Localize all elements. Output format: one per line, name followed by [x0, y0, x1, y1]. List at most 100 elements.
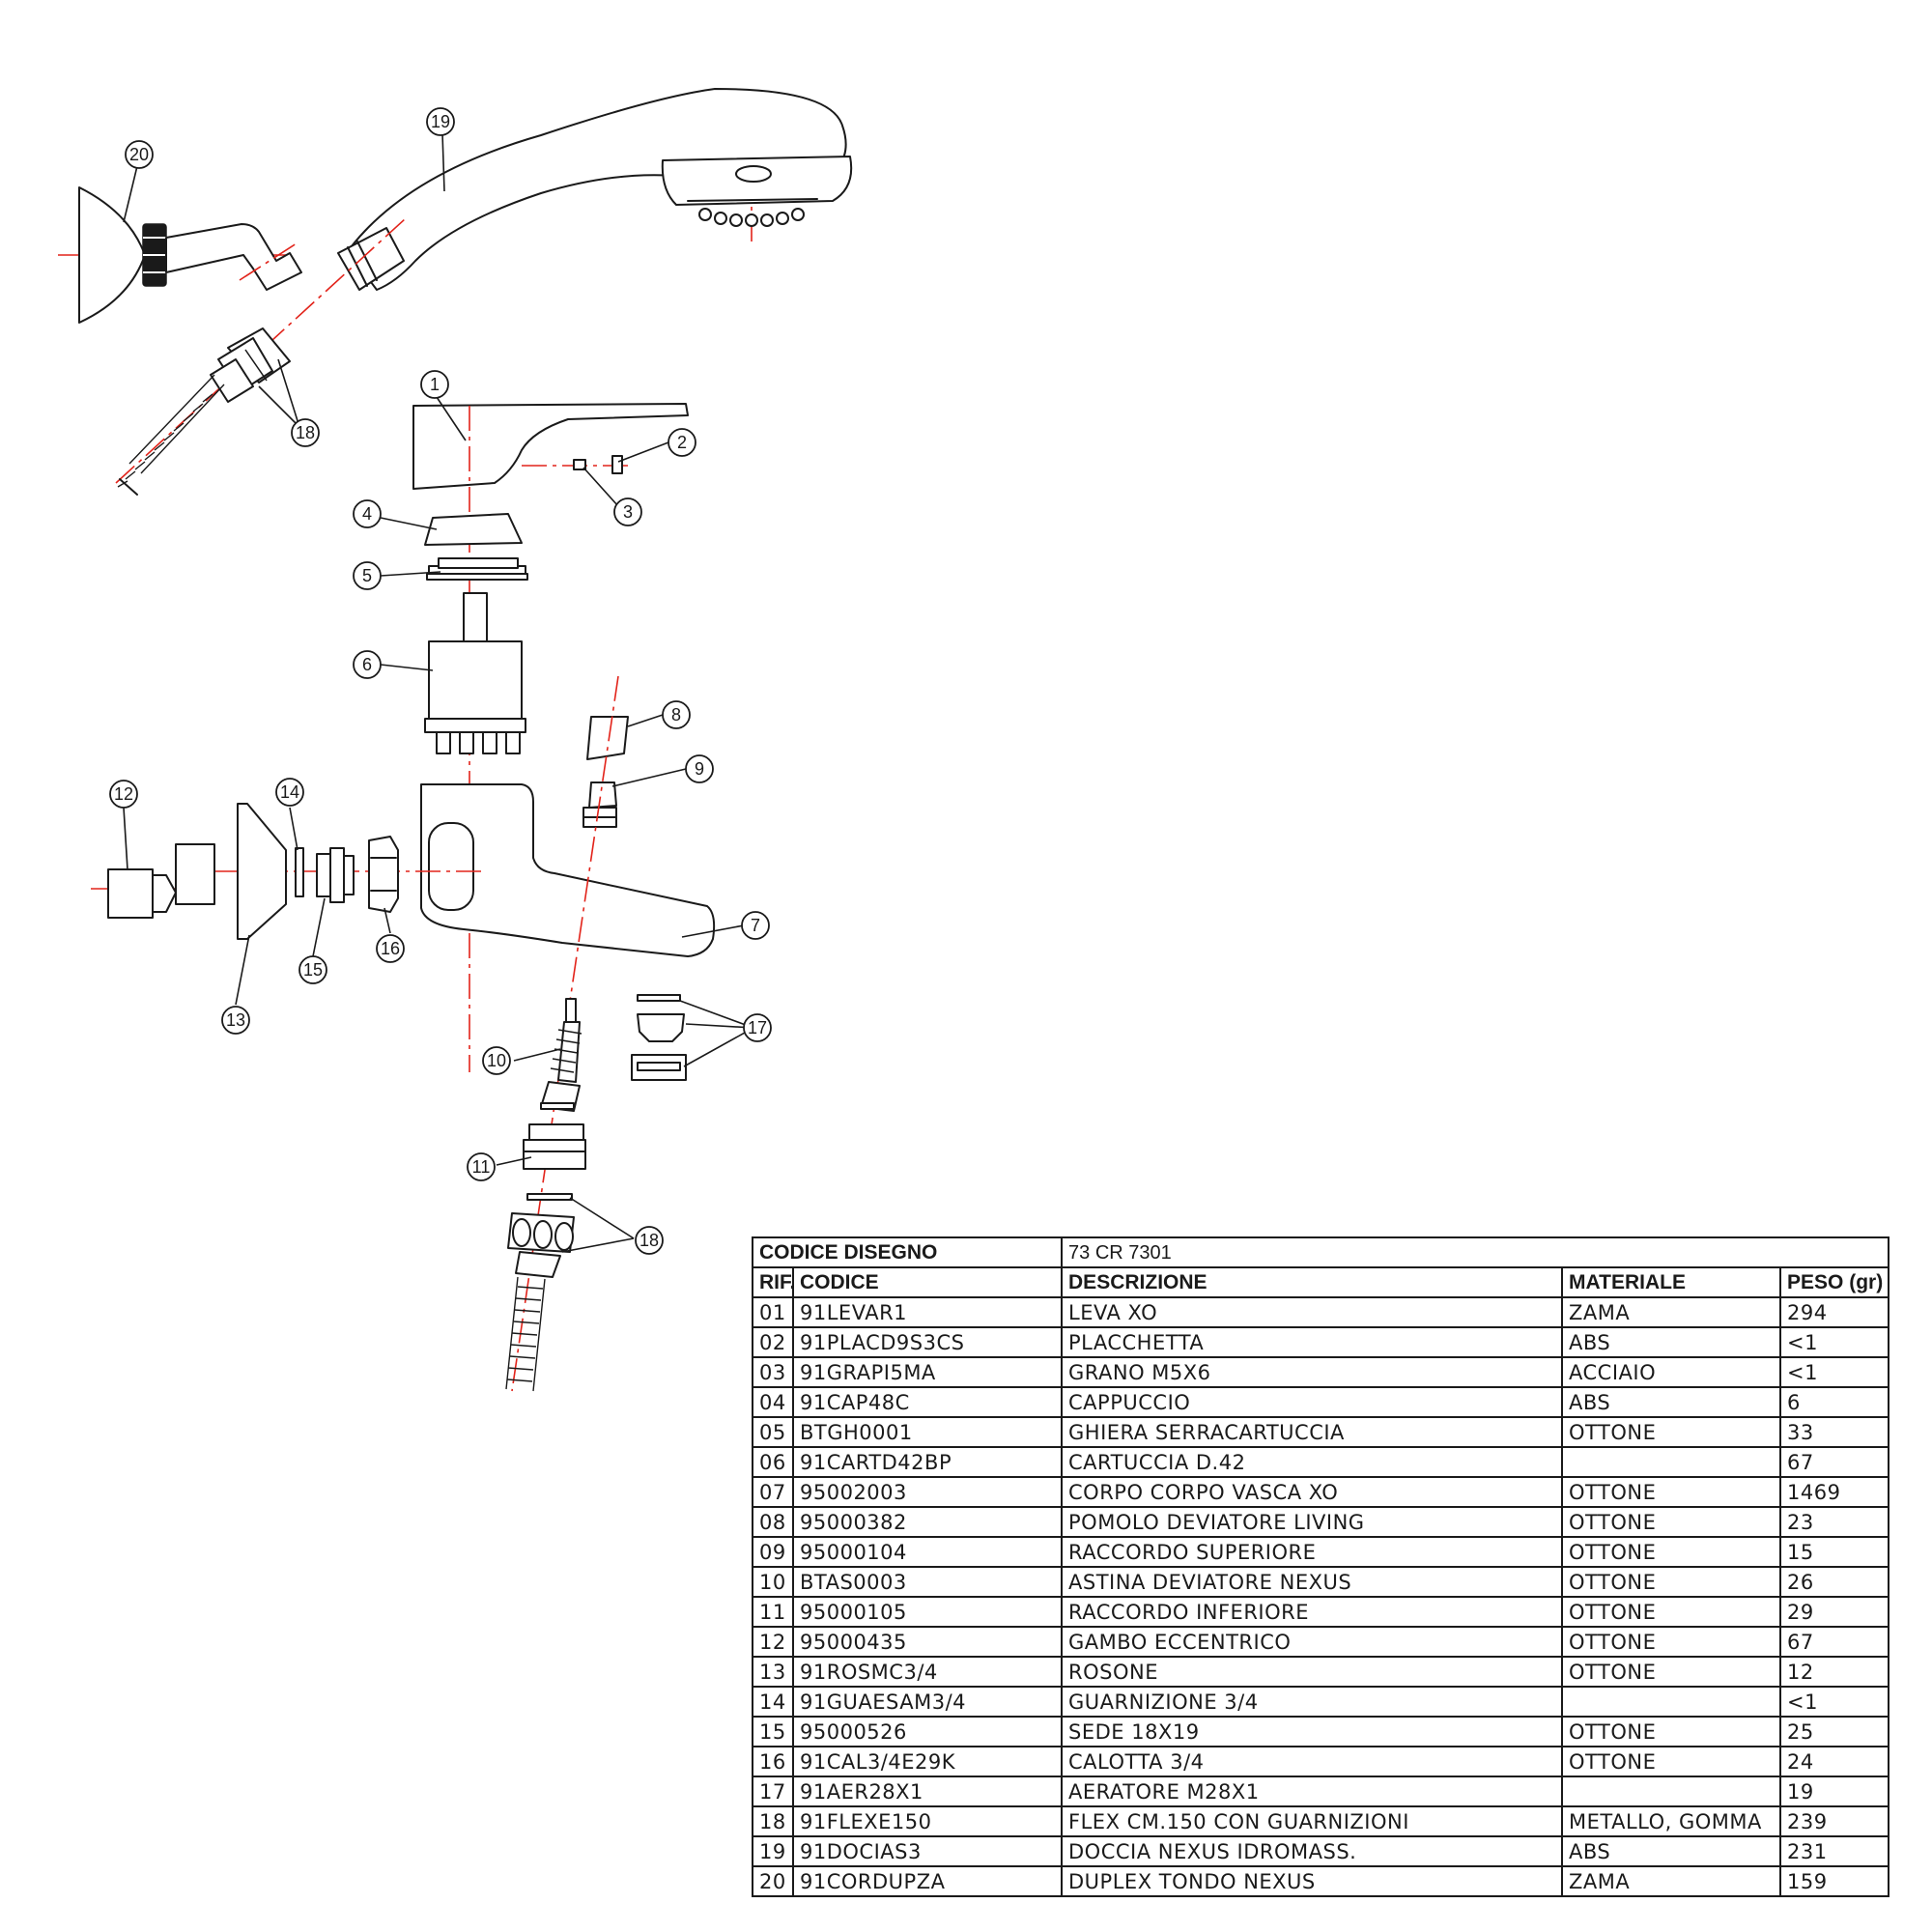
cell-materiale: ZAMA: [1561, 1865, 1782, 1897]
callout-11: 11: [467, 1152, 496, 1181]
cell-codice: 91AER28X1: [791, 1776, 1064, 1807]
callout-number: 7: [751, 916, 760, 935]
cell-codice: 95000382: [791, 1506, 1064, 1538]
callout-1: 1: [420, 370, 449, 399]
callout-number: 14: [280, 782, 299, 802]
cell-codice: 91CAP48C: [791, 1386, 1064, 1418]
callout-18: 18: [291, 418, 320, 447]
cell-rif: 05: [752, 1416, 794, 1448]
callout-9: 9: [685, 754, 714, 783]
cell-peso: 29: [1779, 1596, 1890, 1628]
part-9-upper-fitting: [582, 781, 617, 828]
cell-descrizione: CAPPUCCIO: [1061, 1386, 1564, 1418]
callout-10: 10: [482, 1046, 511, 1075]
part-15-seat: [316, 847, 355, 903]
cell-descrizione: FLEX CM.150 CON GUARNIZIONI: [1061, 1805, 1564, 1837]
cell-codice: 91PLACD9S3CS: [791, 1326, 1064, 1358]
callout-number: 20: [129, 145, 149, 164]
cell-rif: 04: [752, 1386, 794, 1418]
cell-peso: <1: [1779, 1686, 1890, 1718]
part-11-lower-fitting: [523, 1123, 586, 1170]
cell-materiale: OTTONE: [1561, 1746, 1782, 1777]
drawing-code-value: 73 CR 7301: [1061, 1236, 1890, 1268]
cell-descrizione: ROSONE: [1061, 1656, 1564, 1688]
callout-16: 16: [376, 934, 405, 963]
cell-descrizione: GAMBO ECCENTRICO: [1061, 1626, 1564, 1658]
cell-materiale: OTTONE: [1561, 1716, 1782, 1747]
header-descrizione: DESCRIZIONE: [1061, 1266, 1564, 1298]
part-7-body: [213, 783, 716, 957]
cell-peso: 239: [1779, 1805, 1890, 1837]
cell-peso: 23: [1779, 1506, 1890, 1538]
cell-materiale: ABS: [1561, 1835, 1782, 1867]
cell-codice: 91GRAPI5MA: [791, 1356, 1064, 1388]
table-title-row: CODICE DISEGNO 73 CR 7301: [751, 1236, 1890, 1268]
cell-rif: 17: [752, 1776, 794, 1807]
cell-descrizione: AERATORE M28X1: [1061, 1776, 1564, 1807]
bill-of-materials-table: CODICE DISEGNO 73 CR 7301 RIF. CODICE DE…: [751, 1236, 1890, 1897]
cell-rif: 11: [752, 1596, 794, 1628]
cell-materiale: ABS: [1561, 1386, 1782, 1418]
cell-rif: 20: [752, 1865, 794, 1897]
callout-number: 3: [623, 502, 633, 522]
callout-4: 4: [353, 499, 382, 528]
cell-rif: 18: [752, 1805, 794, 1837]
cell-descrizione: GUARNIZIONE 3/4: [1061, 1686, 1564, 1718]
cell-descrizione: LEVA XO: [1061, 1296, 1564, 1328]
cell-materiale: [1561, 1776, 1782, 1807]
cell-peso: 159: [1779, 1865, 1890, 1897]
header-peso: PESO (gr): [1779, 1266, 1890, 1298]
cell-codice: 95002003: [791, 1476, 1064, 1508]
cell-descrizione: POMOLO DEVIATORE LIVING: [1061, 1506, 1564, 1538]
part-8-knob: [586, 716, 629, 760]
callout-2: 2: [668, 428, 696, 457]
cell-codice: 91ROSMC3/4: [791, 1656, 1064, 1688]
cell-codice: 91LEVAR1: [791, 1296, 1064, 1328]
cell-materiale: OTTONE: [1561, 1536, 1782, 1568]
cell-materiale: OTTONE: [1561, 1656, 1782, 1688]
cell-descrizione: SEDE 18X19: [1061, 1716, 1564, 1747]
part-18-hose-upper: [117, 327, 291, 496]
cell-rif: 07: [752, 1476, 794, 1508]
part-12-eccentric-shank: [91, 843, 215, 919]
callout-12: 12: [109, 780, 138, 809]
cell-descrizione: DOCCIA NEXUS IDROMASS.: [1061, 1835, 1564, 1867]
callout-number: 6: [362, 655, 372, 674]
part-18-hose-lower: [505, 1193, 575, 1392]
cell-rif: 06: [752, 1446, 794, 1478]
callout-number: 18: [296, 423, 315, 442]
cell-materiale: [1561, 1446, 1782, 1478]
callout-number: 11: [472, 1157, 491, 1177]
cell-codice: BTGH0001: [791, 1416, 1064, 1448]
cell-peso: 12: [1779, 1656, 1890, 1688]
callout-number: 2: [677, 433, 687, 452]
cell-rif: 12: [752, 1626, 794, 1658]
callout-number: 16: [381, 939, 400, 958]
cell-rif: 14: [752, 1686, 794, 1718]
cell-peso: 6: [1779, 1386, 1890, 1418]
cell-materiale: [1561, 1686, 1782, 1718]
callout-number: 17: [748, 1018, 767, 1037]
cell-rif: 09: [752, 1536, 794, 1568]
cell-codice: 95000105: [791, 1596, 1064, 1628]
callout-18: 18: [635, 1226, 664, 1255]
cell-descrizione: DUPLEX TONDO NEXUS: [1061, 1865, 1564, 1897]
callout-number: 13: [226, 1010, 245, 1030]
header-rif: RIF.: [752, 1266, 794, 1298]
cell-descrizione: CALOTTA 3/4: [1061, 1746, 1564, 1777]
cell-materiale: OTTONE: [1561, 1416, 1782, 1448]
cell-peso: 67: [1779, 1626, 1890, 1658]
cell-descrizione: CORPO CORPO VASCA XO: [1061, 1476, 1564, 1508]
part-13-escutcheon: [237, 803, 287, 940]
cell-materiale: ABS: [1561, 1326, 1782, 1358]
